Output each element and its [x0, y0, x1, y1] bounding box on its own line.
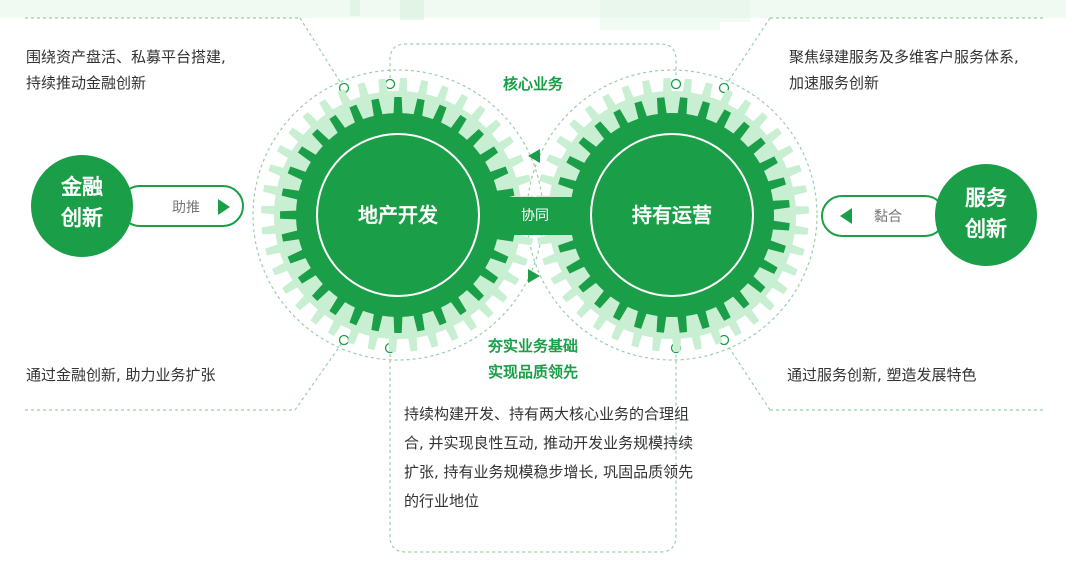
bottom-paragraph: 持续构建开发、持有两大核心业务的合理组合, 并实现良性互动, 推动开发业务规模持… [404, 405, 694, 510]
right-bottom-text: 通过服务创新, 塑造发展特色 [787, 366, 977, 384]
paragraph-box [389, 348, 677, 553]
push-label: 助推 [172, 200, 200, 216]
connector-right-bottom [723, 339, 771, 411]
arrow-right-icon [528, 269, 540, 283]
top-decor-buildings [350, 0, 750, 30]
left-top-line-1: 围绕资产盘活、私募平台搭建, [26, 48, 226, 66]
finance-line-1: 金融 [61, 175, 103, 199]
left-bottom-text: 通过金融创新, 助力业务扩张 [26, 366, 216, 384]
fit-label: 黏合 [874, 209, 902, 225]
right-top-line-2: 加速服务创新 [789, 74, 880, 92]
foundation-line-2: 实现品质领先 [487, 363, 578, 381]
foundation-line-1: 夯实业务基础 [487, 337, 578, 355]
left-top-text: 围绕资产盘活、私募平台搭建, 持续推动金融创新 [26, 44, 226, 96]
connector-left-bottom [294, 339, 345, 411]
gear-left-label: 地产开发 [358, 203, 438, 227]
gear-right-label: 持有运营 [632, 203, 712, 227]
foundation-label: 夯实业务基础 实现品质领先 [463, 333, 603, 385]
arrow-left-icon [528, 149, 540, 163]
left-gear-core [318, 135, 478, 295]
top-decor-band [0, 0, 1066, 18]
finance-line-2: 创新 [61, 206, 103, 230]
core-business-label: 核心业务 [502, 75, 563, 93]
synergy-label: 协同 [521, 208, 549, 224]
right-gear-halo [526, 69, 818, 361]
finance-circle-label: 金融 创新 [31, 172, 133, 234]
left-top-line-2: 持续推动金融创新 [26, 74, 147, 92]
service-line-2: 创新 [965, 217, 1007, 241]
right-top-text: 聚焦绿建服务及多维客户服务体系, 加速服务创新 [789, 44, 1019, 96]
finance-circle [31, 155, 133, 257]
connector-right-top [723, 17, 771, 89]
core-business-bracket [389, 43, 677, 84]
connector-left-top [299, 17, 345, 89]
service-circle-label: 服务 创新 [935, 183, 1037, 245]
right-top-line-1: 聚焦绿建服务及多维客户服务体系, [789, 48, 1019, 66]
push-arrow-icon [218, 199, 230, 215]
service-circle [935, 164, 1037, 266]
fit-arrow-icon [840, 208, 852, 224]
service-line-1: 服务 [965, 186, 1007, 210]
right-gear-core [592, 135, 752, 295]
